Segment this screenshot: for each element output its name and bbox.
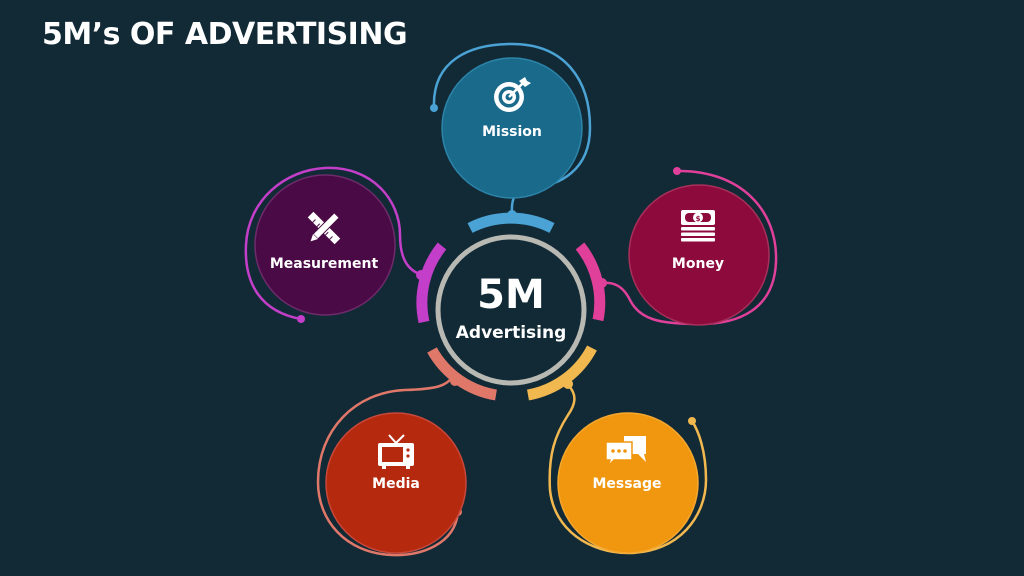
arc-message [526, 345, 597, 401]
message-label: Message [592, 476, 661, 492]
center-ring [435, 234, 587, 386]
measurement-label: Measurement [270, 256, 379, 272]
media-label: Media [372, 476, 420, 492]
money-label: Money [672, 256, 724, 272]
connector-dot [688, 417, 696, 425]
node-mission: Mission [430, 42, 592, 220]
node-message: Message [548, 379, 708, 555]
connector-knob [597, 278, 607, 288]
arc-media [427, 347, 498, 401]
chat-bubbles-icon [605, 436, 646, 467]
connector-money [599, 169, 778, 326]
connector-dot [430, 104, 438, 112]
connector-message [548, 384, 708, 555]
connector-dot [673, 167, 681, 175]
connector-knob [563, 379, 573, 389]
money-circle [628, 184, 770, 326]
target-icon [494, 77, 531, 112]
svg-text:$: $ [696, 215, 701, 223]
pencil-ruler-icon [307, 211, 341, 245]
measurement-circle [254, 174, 396, 316]
connector-knob [416, 270, 426, 280]
slide-title: 5M’s OF ADVERTISING [42, 17, 408, 52]
center-subtitle: Advertising [456, 323, 567, 343]
mission-circle [441, 57, 583, 199]
media-circle [325, 412, 467, 554]
connector-measurement [244, 166, 426, 321]
arc-measurement [416, 242, 447, 324]
connector-dot [297, 315, 305, 323]
connector-media [316, 377, 460, 557]
node-measurement: Measurement [244, 166, 426, 323]
node-media: Media [316, 376, 467, 557]
connector-knob [450, 376, 460, 386]
tv-icon [378, 434, 414, 469]
money-stack-icon: $ [681, 210, 715, 242]
arc-money [575, 242, 606, 322]
center-hub: 5M Advertising [416, 212, 606, 401]
connector-knob [507, 210, 517, 220]
node-money: $ Money [597, 167, 778, 326]
message-circle [557, 412, 699, 554]
center-title: 5M [477, 272, 545, 318]
mission-label: Mission [482, 124, 542, 140]
